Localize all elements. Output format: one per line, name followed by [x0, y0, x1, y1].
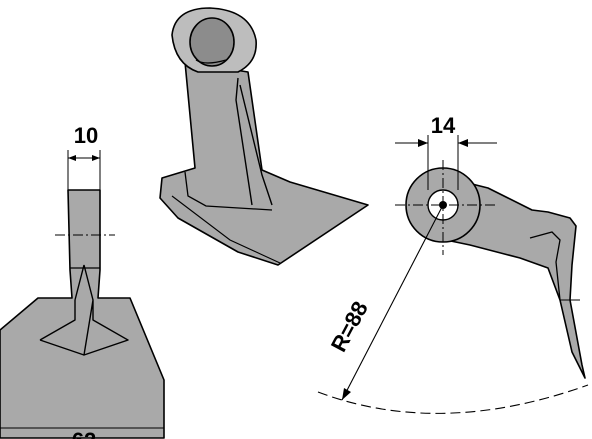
perspective-view [159, 7, 369, 266]
width-dimension: 62 [0, 427, 164, 439]
side-profile-notch [74, 264, 94, 301]
perspective-eye-hole [189, 17, 235, 67]
perspective-bevel [171, 195, 281, 264]
side-profile-view: 10 62 [0, 123, 165, 439]
bore-dimension: 14 [395, 113, 497, 190]
side-profile-ridge-base [39, 339, 85, 356]
front-view-arm-ridge [529, 231, 561, 301]
radius-arc [317, 384, 589, 414]
radius-label: R=88 [326, 297, 373, 356]
perspective-edge [184, 171, 273, 211]
perspective-blade [159, 61, 369, 266]
front-view-arm [445, 177, 586, 379]
front-view: 14 R=88 [317, 113, 589, 414]
width-label: 62 [72, 428, 96, 439]
thickness-dimension: 10 [67, 123, 101, 190]
perspective-eye-inner [195, 59, 227, 64]
side-profile-blade [0, 189, 165, 439]
thickness-label: 10 [74, 123, 98, 148]
side-profile-ridge [39, 299, 129, 356]
perspective-rib [235, 77, 273, 206]
bore-label: 14 [431, 113, 456, 138]
